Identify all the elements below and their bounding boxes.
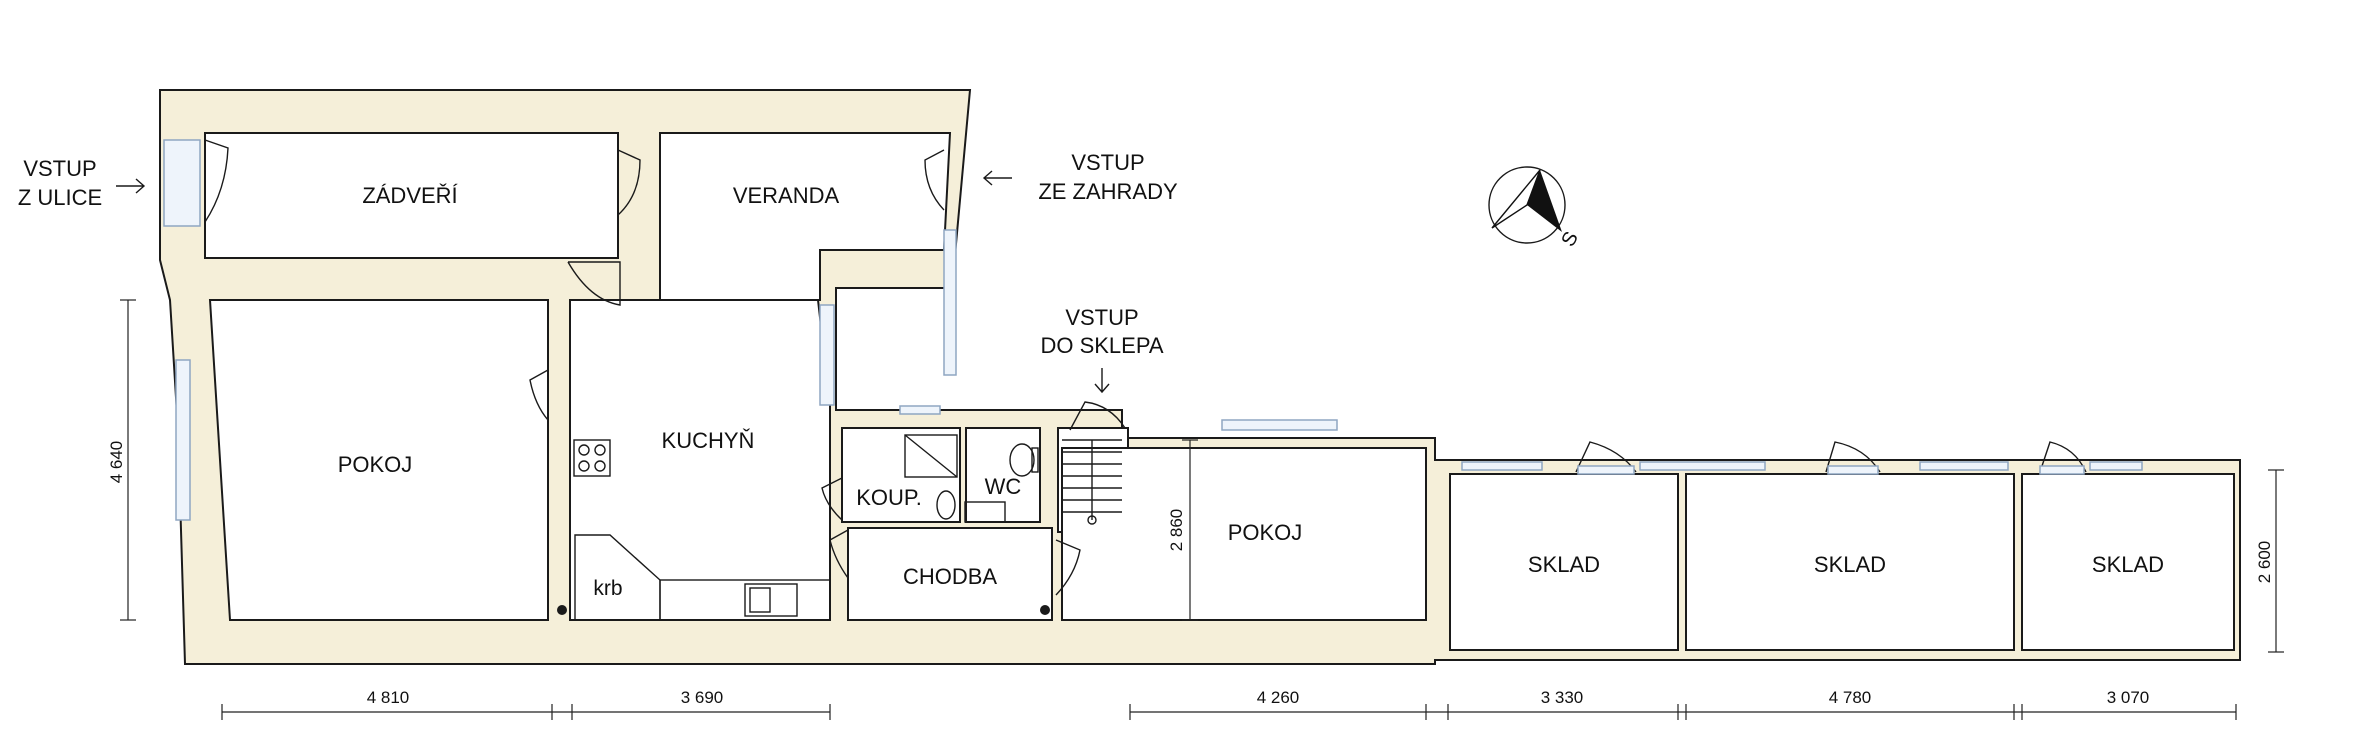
room-label-koupelna: KOUP. [856,485,922,510]
sink-basin-icon [749,587,771,613]
compass-rose: S [1488,166,1583,251]
room-label-wc: WC [985,474,1022,499]
shower-diagonal [904,434,958,478]
staircase [1062,439,1122,525]
door-pokoj-kuchyn [529,369,549,421]
room-label-zadveri: ZÁDVEŘÍ [362,183,458,208]
dimension-label: 3 070 [2107,688,2150,707]
dimension-label-left: 4 640 [107,441,126,484]
arrow-right-icon [116,178,146,194]
door-chodba-pokoj [1055,539,1081,596]
door-sklad-3-frame [2039,465,2085,475]
stove-burner-icon [594,460,606,472]
window-sklad-3 [2089,461,2143,471]
arrow-left-icon [982,170,1012,186]
window-veranda-east [943,229,957,376]
arrow-down-icon [1094,368,1110,394]
room-pokoj-left [208,299,549,621]
room-sklad-3 [2021,473,2235,651]
stair-start-marker [1087,515,1097,525]
fireplace-label: krb [593,577,622,600]
window-sklad-2a [1639,461,1766,471]
room-label-sklad-2: SKLAD [1814,552,1886,577]
dimension-label: 4 260 [1257,688,1300,707]
door-cellar [1069,401,1126,431]
rooms [204,132,2235,651]
room-wc [965,427,1041,523]
room-chodba [847,527,1053,621]
doors [204,139,2087,596]
window-pokoj-right-top [1221,419,1338,431]
toilet-tank-icon [1031,447,1039,473]
toilet-icon [1009,443,1035,477]
door-street [204,139,229,223]
stove-icon [573,439,611,477]
dimension-label: 4 810 [367,688,410,707]
stove-burner-icon [594,444,606,456]
room-label-veranda: VERANDA [733,183,840,208]
windows [163,139,2143,521]
window-street-door-frame [163,139,201,227]
door-chodba [829,529,849,579]
stove-burner-icon [578,460,590,472]
entrance-garden-line2: ZE ZAHRADY [1038,179,1178,204]
dimension-label-right: 2 600 [2255,541,2274,584]
drain-icon [557,605,567,615]
dimension-lines-vertical: 4 640 2 860 2 600 [107,299,2284,653]
door-veranda-garden [924,149,945,211]
room-label-chodba: CHODBA [903,564,997,589]
room-veranda [659,132,952,301]
room-kuchyn [569,299,831,621]
door-sklad-1-frame [1577,465,1635,475]
door-koupelna [821,477,843,521]
window-kuchyn-east [819,304,835,406]
door-sklad-2-frame [1827,465,1879,475]
entrance-annotations: VSTUP Z ULICE VSTUP ZE ZAHRADY VSTUP DO … [18,150,1178,394]
sink-icon [744,583,798,617]
stove-burner-icon [578,444,590,456]
room-label-sklad-3: SKLAD [2092,552,2164,577]
room-labels: ZÁDVEŘÍ VERANDA POKOJ KUCHYŇ KOUP. WC CH… [338,183,2164,600]
window-sklad-2b [1919,461,2009,471]
shower-icon [904,434,958,478]
fixtures [557,434,1050,621]
kitchen-counter [659,579,831,621]
window-pokoj-left [175,359,191,521]
north-arrow-icon [1527,170,1562,232]
boiler-icon [1040,605,1050,615]
entrance-garden-line1: VSTUP [1071,150,1144,175]
door-zadveri-kuchyn [567,261,621,306]
compass-needle-outline [1491,169,1541,229]
dimension-label: 3 690 [681,688,724,707]
room-sklad-2 [1685,473,2015,651]
compass-label: S [1557,228,1583,251]
entrance-street-line1: VSTUP [23,156,96,181]
room-zadveri [204,132,619,259]
entrance-street-line2: Z ULICE [18,185,102,210]
room-label-sklad-1: SKLAD [1528,552,1600,577]
dimension-label: 3 330 [1541,688,1584,707]
entrance-cellar-line1: VSTUP [1065,305,1138,330]
window-corridor-top [899,405,941,415]
washbasin-icon [936,490,956,520]
dimension-label-room: 2 860 [1167,509,1186,552]
compass-circle [1488,166,1566,244]
dimension-label: 4 780 [1829,688,1872,707]
wc-vent [964,501,1006,523]
door-zadveri-veranda [617,149,641,216]
room-label-pokoj-left: POKOJ [338,452,413,477]
window-sklad-1 [1461,461,1543,471]
dimension-line-horizontal: 4 810 3 690 4 260 3 330 4 780 3 070 [221,688,2237,720]
room-label-pokoj-right: POKOJ [1228,520,1303,545]
room-koupelna [841,427,961,523]
room-pokoj-right [1061,447,1427,621]
entrance-cellar-line2: DO SKLEPA [1040,333,1163,358]
room-label-kuchyn: KUCHYŇ [662,428,755,453]
